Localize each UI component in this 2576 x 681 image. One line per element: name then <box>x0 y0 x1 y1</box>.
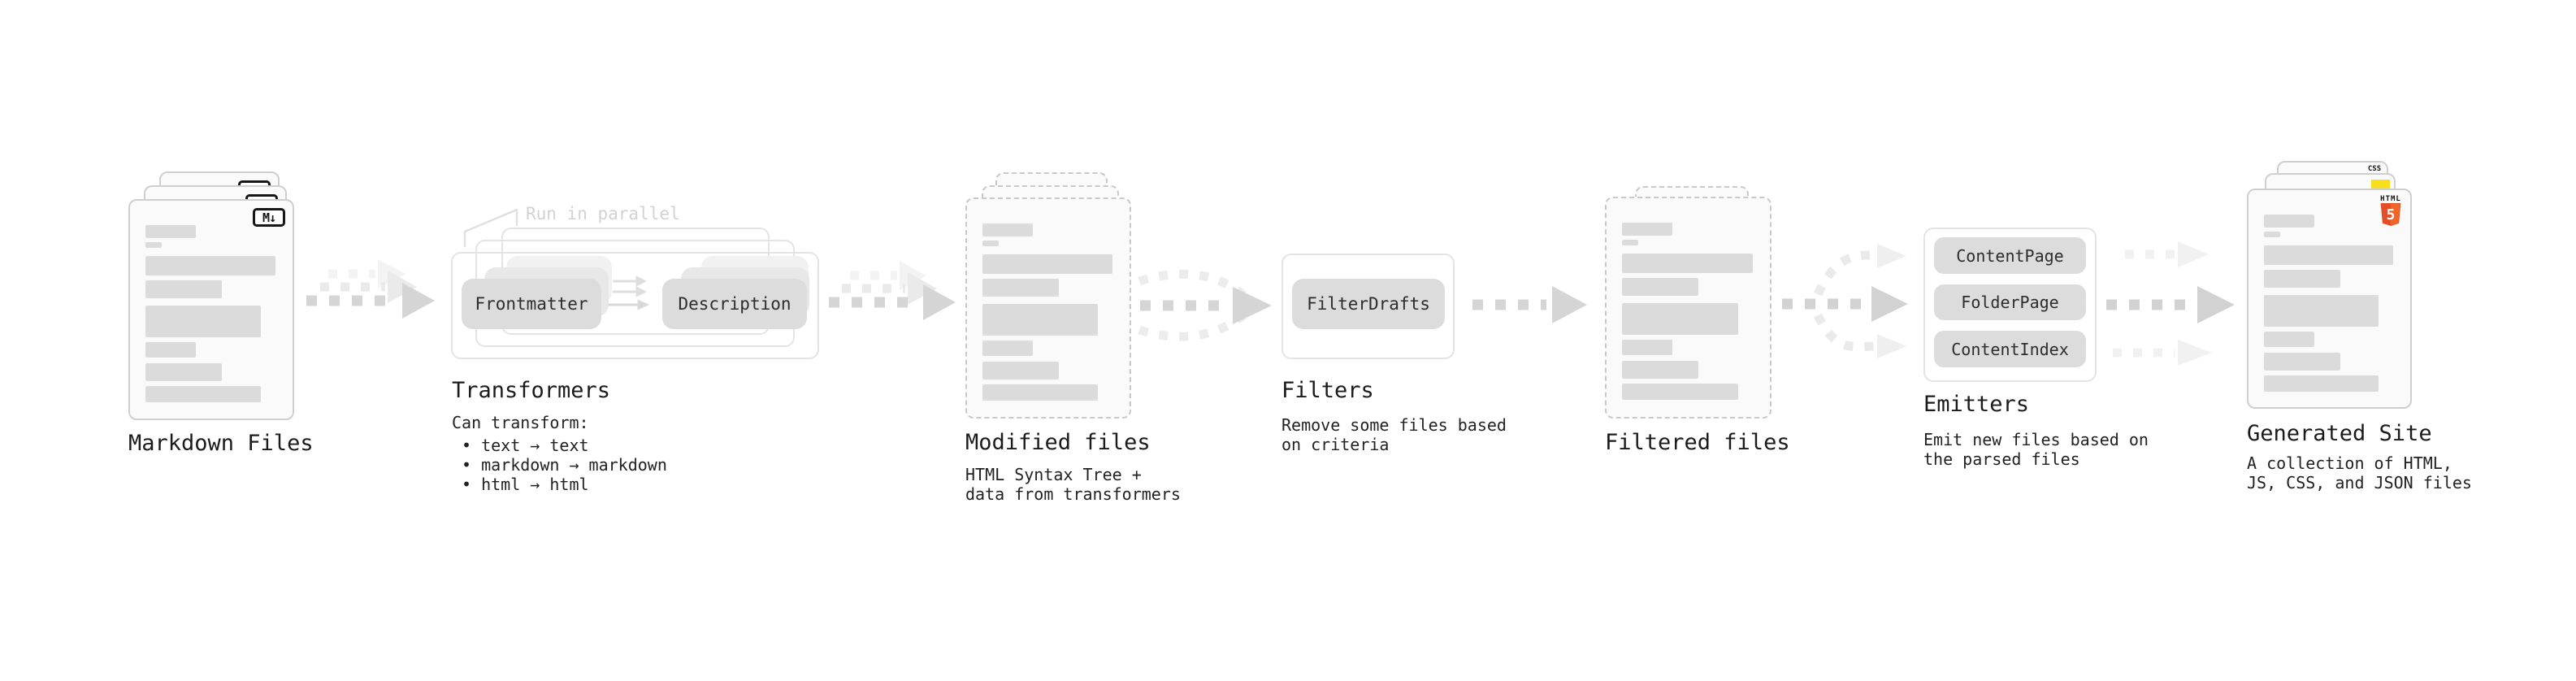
doc-bar <box>982 362 1059 380</box>
filters-container <box>1281 254 1455 359</box>
doc-bar <box>2264 232 2280 237</box>
doc-bar <box>982 304 1098 336</box>
doc-bar <box>145 256 275 275</box>
emitters-desc-line: Emit new files based on <box>1923 430 2149 449</box>
doc-bar <box>2264 245 2394 265</box>
arrow-filters-to-filtered <box>1472 286 1587 323</box>
doc-bar <box>2264 375 2379 392</box>
arrow-top-light <box>2125 241 2209 267</box>
converge-curve-bottom <box>1138 311 1247 341</box>
run-in-parallel-note: Run in parallel <box>526 204 680 223</box>
arrow-modified-to-filters <box>1138 269 1272 341</box>
generated-desc-line: A collection of HTML, <box>2247 453 2452 473</box>
diverge-curve-bottom <box>1814 313 1875 352</box>
file-card-dashed <box>1605 197 1772 419</box>
generated-desc-line: JS, CSS, and JSON files <box>2247 473 2472 492</box>
transformer-container-front <box>451 252 819 359</box>
transformers-bullet: • text → text <box>462 436 589 455</box>
doc-bar <box>1622 223 1673 236</box>
html5-icon: HTML 5 <box>2380 195 2401 226</box>
js-icon <box>2371 180 2390 189</box>
transformers-desc-title: Can transform: <box>452 413 589 432</box>
arrow-transformers-to-modified <box>829 261 956 320</box>
pill-contentindex: ContentIndex <box>1934 331 2086 367</box>
arrow-ghost-mid <box>320 271 417 303</box>
arrow-middle <box>2106 286 2235 323</box>
file-card-dashed <box>965 197 1131 419</box>
stage-label-filters: Filters <box>1281 378 1374 403</box>
converge-curve-top <box>1138 269 1247 299</box>
doc-bar <box>1622 340 1673 355</box>
doc-bar <box>145 306 261 337</box>
arrow-front <box>306 283 435 319</box>
arrow-ghost-back <box>328 259 406 288</box>
doc-bar <box>2264 295 2379 327</box>
stage-label-filtered-files: Filtered files <box>1605 430 1790 455</box>
doc-bar <box>145 242 162 248</box>
stage-label-markdown-files: Markdown Files <box>128 431 314 456</box>
doc-bar <box>982 223 1033 236</box>
pill-contentpage: ContentPage <box>1934 237 2086 274</box>
doc-bar <box>1622 278 1699 296</box>
doc-bar <box>1622 303 1738 335</box>
arrow-front <box>829 284 956 320</box>
doc-bar <box>982 384 1098 401</box>
doc-bar <box>1622 361 1699 379</box>
html5-shield: 5 <box>2380 203 2401 226</box>
doc-bar <box>982 279 1059 297</box>
doc-bar <box>145 225 196 238</box>
html5-icon-text: HTML <box>2380 195 2401 203</box>
doc-bar <box>145 386 261 402</box>
stage-label-generated-site: Generated Site <box>2247 421 2432 446</box>
emitters-desc-line: the parsed files <box>1923 449 2080 469</box>
modified-desc-line: data from transformers <box>965 484 1181 504</box>
doc-bar <box>982 340 1033 356</box>
stage-label-emitters: Emitters <box>1923 392 2030 417</box>
css-icon-text: CSS <box>2367 165 2382 173</box>
filters-desc-line: on criteria <box>1281 435 1390 454</box>
file-card: M↓ <box>128 199 294 420</box>
doc-bar <box>1622 384 1738 400</box>
doc-bar <box>982 241 999 246</box>
arrow-emitters-to-generated <box>2106 241 2235 366</box>
doc-bar <box>2264 353 2340 371</box>
diverge-curve-top <box>1814 250 1875 297</box>
doc-bar <box>145 363 222 381</box>
doc-bar <box>982 254 1112 274</box>
doc-bar <box>2264 215 2314 228</box>
arrow-markdown-to-transformers <box>306 259 435 319</box>
doc-bar <box>145 342 196 358</box>
arrow-filtered-to-emitters <box>1782 244 1908 358</box>
doc-bar <box>2264 270 2340 288</box>
arrow-ghost-mid <box>842 272 937 305</box>
doc-bar <box>2264 332 2314 347</box>
doc-bar <box>1622 254 1753 273</box>
transformers-bullet: • html → html <box>462 475 589 494</box>
doc-bar <box>1622 240 1639 245</box>
arrow-bottom-light <box>2113 340 2212 366</box>
stage-label-transformers: Transformers <box>452 378 611 403</box>
svg-text:5: 5 <box>2387 206 2396 223</box>
arrow-ghost-back <box>850 261 926 290</box>
pill-filterdrafts: FilterDrafts <box>1292 279 1445 329</box>
doc-bar <box>145 280 222 298</box>
stage-label-modified-files: Modified files <box>965 430 1151 455</box>
modified-desc-line: HTML Syntax Tree + <box>965 465 1142 484</box>
filters-desc-line: Remove some files based <box>1281 415 1507 435</box>
pill-folderpage: FolderPage <box>1934 284 2086 320</box>
pill-frontmatter: Frontmatter <box>462 279 601 329</box>
transformers-bullet: • markdown → markdown <box>462 455 667 475</box>
emitters-container <box>1923 228 2097 382</box>
file-card: HTML 5 <box>2247 189 2412 409</box>
pill-description: Description <box>662 279 807 329</box>
markdown-icon: M↓ <box>253 208 285 227</box>
